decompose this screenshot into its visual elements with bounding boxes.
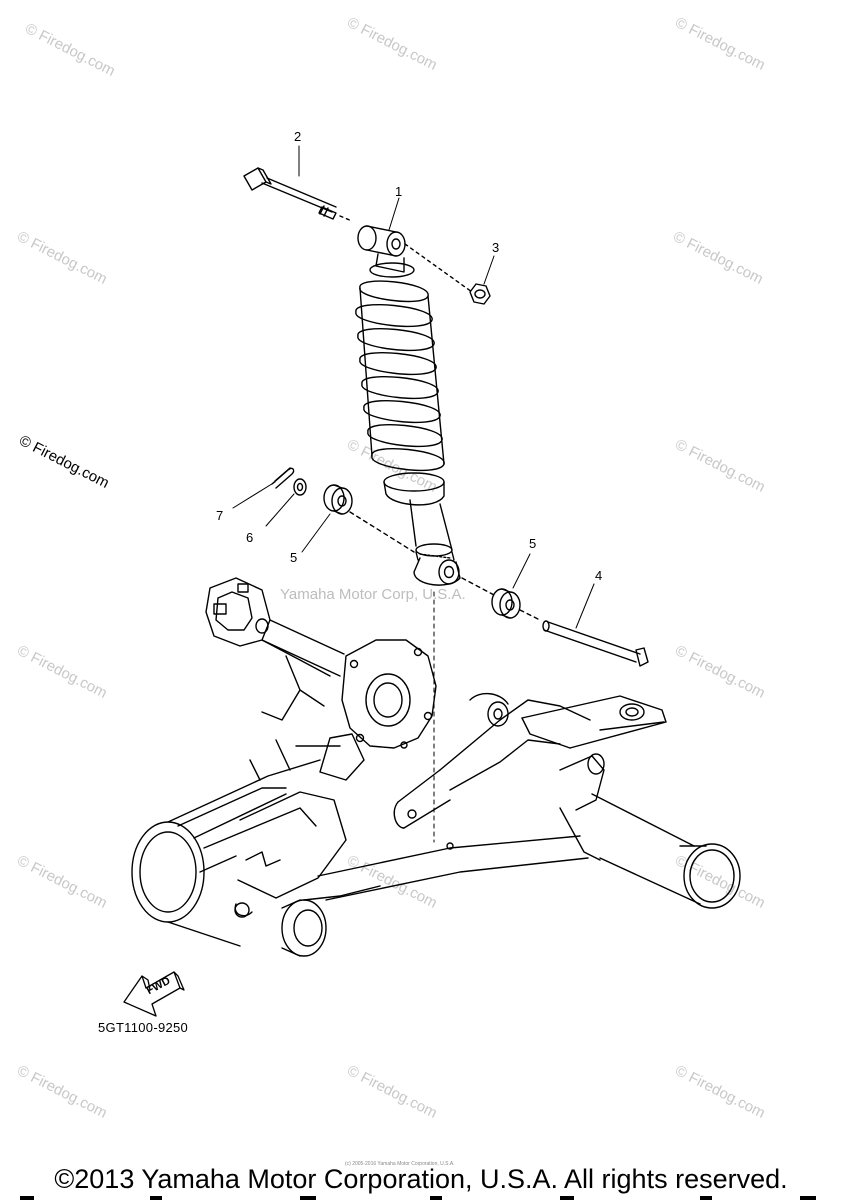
callout-1: 1 bbox=[395, 184, 403, 199]
shock-absorber-part bbox=[355, 225, 473, 586]
bushing-left-part bbox=[323, 484, 353, 515]
callout-7: 7 bbox=[216, 508, 224, 523]
part-code: 5GT1100-9250 bbox=[98, 1020, 189, 1035]
callout-5-right: 5 bbox=[529, 536, 537, 551]
cotter-pin-part bbox=[271, 467, 295, 489]
center-watermark: Yamaha Motor Corp, U.S.A. bbox=[280, 586, 466, 603]
bottom-edge-marks bbox=[20, 1196, 816, 1200]
bushing-right-part bbox=[491, 588, 521, 619]
washer-part bbox=[293, 478, 307, 496]
footer-copyright: ©2013 Yamaha Motor Corporation, U.S.A. A… bbox=[54, 1164, 788, 1194]
leader-lines bbox=[232, 145, 595, 629]
callout-5-left: 5 bbox=[290, 550, 298, 565]
callout-2: 2 bbox=[294, 129, 302, 144]
swingarm-housing bbox=[131, 577, 741, 957]
fwd-arrow-icon bbox=[123, 971, 185, 1017]
callout-4: 4 bbox=[595, 568, 603, 583]
pin-part bbox=[542, 620, 649, 667]
callout-6: 6 bbox=[246, 530, 254, 545]
callout-3: 3 bbox=[492, 240, 500, 255]
tiny-copyright: (c) 2005-2016 Yamaha Motor Corporation, … bbox=[345, 1161, 455, 1167]
nut-part bbox=[469, 283, 491, 305]
bolt-part bbox=[243, 167, 353, 222]
